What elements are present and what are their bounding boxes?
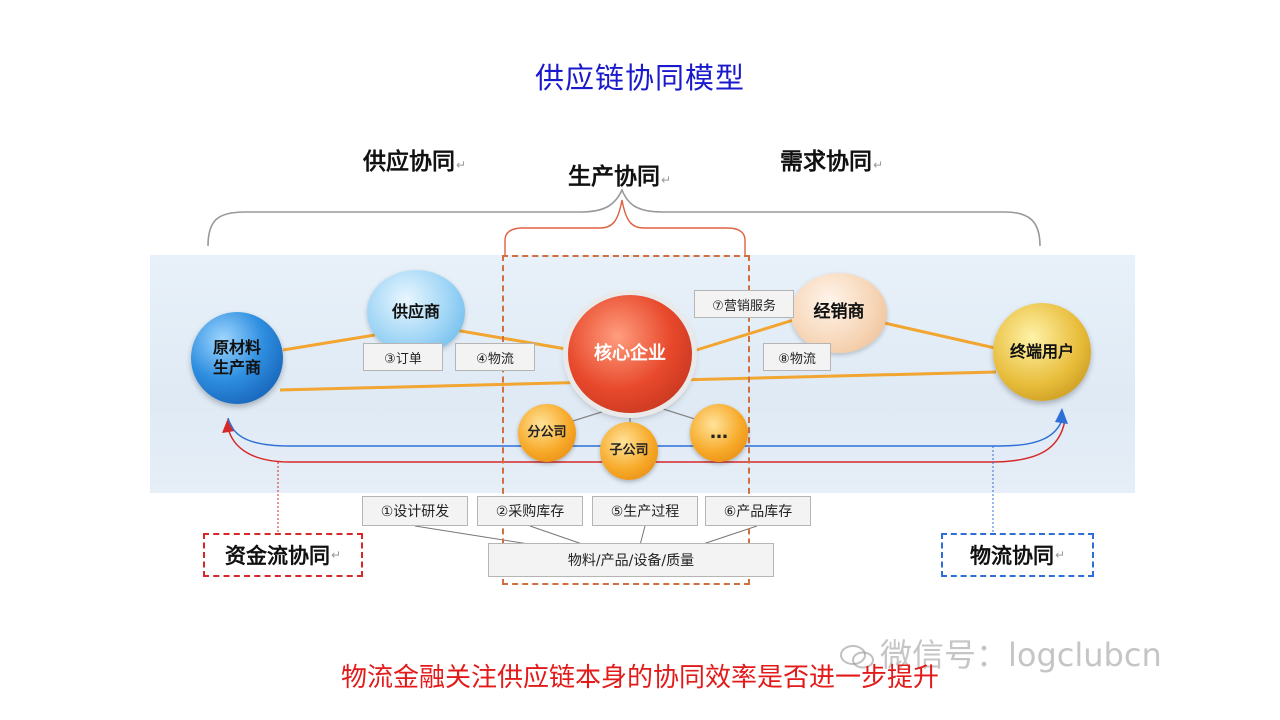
production-brace <box>504 199 746 255</box>
production-collab-label: 生产协同↵ <box>568 164 672 190</box>
core-enterprise-region <box>502 255 750 585</box>
diagram-title: 供应链协同模型 <box>534 61 745 95</box>
bottom-caption: 物流金融关注供应链本身的协同效率是否进一步提升 <box>340 663 939 693</box>
connector-raw-supplier <box>282 333 376 352</box>
order-label: ③订单 <box>363 343 443 371</box>
wechat-logo-icon <box>840 645 874 669</box>
subsidiary-node: 子公司 <box>600 422 658 480</box>
inbound-logistics-label: ④物流 <box>455 343 535 371</box>
return-mark-icon: ↵ <box>330 548 342 562</box>
logistics-arrowhead <box>1055 408 1068 424</box>
capital-flow-arrow <box>227 419 1066 463</box>
supply-collab-label: 供应协同↵ <box>363 149 467 175</box>
process-step-production: ⑤生产过程 <box>592 496 698 526</box>
process-step-design: ①设计研发 <box>362 496 468 526</box>
marketing-service-label: ⑦营销服务 <box>694 290 794 318</box>
connector-step1-resources <box>414 525 536 546</box>
watermark: 微信号：logclubcn <box>840 630 1162 676</box>
connector-step6-resources <box>699 525 758 546</box>
supplier-node: 供应商 <box>367 270 465 354</box>
distributor-node: 经销商 <box>791 273 887 353</box>
capital-arrowhead <box>222 418 235 433</box>
more-node: … <box>690 404 748 462</box>
outbound-logistics-label: ⑧物流 <box>763 343 831 371</box>
end-user-node: 终端用户 <box>993 303 1091 401</box>
logistics-flow-collab-box: 物流协同↵ <box>941 533 1094 577</box>
return-mark-icon: ↵ <box>661 173 672 187</box>
return-mark-icon: ↵ <box>456 158 467 172</box>
branch-node: 分公司 <box>518 404 576 462</box>
connector-core-distributor <box>689 316 801 354</box>
return-mark-icon: ↵ <box>873 158 884 172</box>
demand-collab-label: 需求协同↵ <box>780 149 884 175</box>
watermark-text: 微信号：logclubcn <box>880 636 1162 674</box>
connector-core-more <box>659 407 699 421</box>
resources-bar: 物料/产品/设备/质量 <box>488 543 774 577</box>
connector-step5-resources <box>639 525 646 546</box>
core-enterprise-node: 核心企业 <box>568 295 692 413</box>
capital-flow-collab-box: 资金流协同↵ <box>203 533 363 577</box>
process-step-procurement: ②采购库存 <box>477 496 583 526</box>
connector-distributor-end <box>879 320 996 350</box>
supply-demand-brace <box>207 187 1041 247</box>
connector-step2-resources <box>529 525 586 546</box>
return-mark-icon: ↵ <box>1054 548 1066 562</box>
raw-material-producer-node: 原材料生产商 <box>191 312 283 404</box>
raw-material-line1: 原材料 <box>212 338 261 357</box>
process-step-inventory: ⑥产品库存 <box>705 496 811 526</box>
raw-material-line2: 生产商 <box>212 358 261 377</box>
connector-supplier-core <box>454 328 573 352</box>
